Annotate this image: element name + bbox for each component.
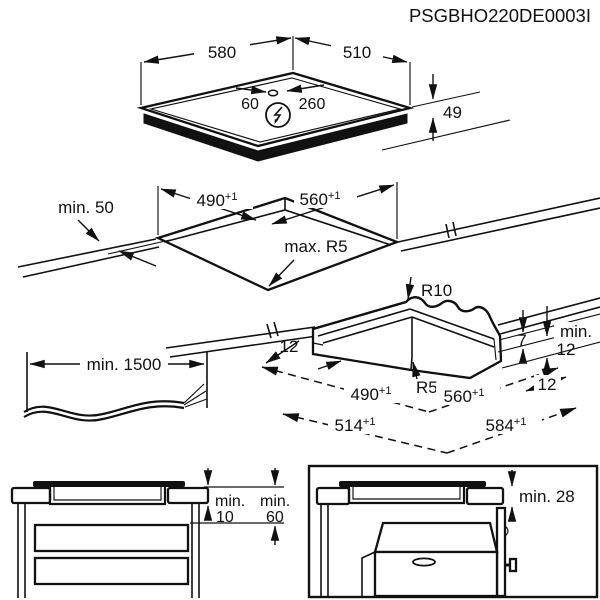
dim-cord-right: 260: [299, 96, 326, 113]
lightning-icon: [265, 102, 291, 128]
dim-inner-width: 560+1: [444, 387, 485, 406]
dim-min-clearance: 60: [266, 509, 284, 526]
hob-glass-bevel: [148, 77, 403, 143]
oven-hinge: [504, 525, 509, 537]
corner-block: [311, 296, 503, 380]
worktop-left: [10, 486, 52, 505]
dim-outer-depth: 514+1: [335, 416, 376, 435]
hob-body-profile: [48, 487, 167, 506]
page-title: PSGBHO220DE0003I: [409, 5, 591, 26]
dim-hob-height: 49: [443, 103, 462, 122]
dim-cord-left: 60: [241, 96, 259, 113]
dim-inner-depth: 490+1: [351, 385, 392, 404]
dim-cable-length: min. 1500: [87, 355, 162, 374]
label-inner-radius: R5: [416, 378, 438, 397]
oven-top: [373, 521, 499, 554]
oven-left-edge: [361, 551, 376, 596]
dim-min-oven-clearance: min. 28: [519, 487, 575, 506]
label-min-gap: min.: [215, 493, 245, 510]
oven: [361, 506, 518, 598]
dim-step-depth: 7: [517, 331, 526, 350]
drawer-lower: [33, 556, 190, 586]
hob-body: [143, 113, 408, 162]
dim-ledge-right: 12: [538, 375, 557, 394]
oven-handle: [412, 557, 436, 567]
parallel-tick: [266, 323, 272, 339]
cable-length-view: min. 1500: [23, 352, 208, 422]
hob-glass-profile: [339, 481, 486, 487]
hob-body-profile: [347, 487, 466, 505]
corner-detail-view: R10 R5 12 490+1 560+1 514+1 584+1: [165, 276, 600, 454]
dim-min-thickness: 12: [557, 340, 576, 359]
dim-front-clearance: min. 50: [58, 198, 114, 217]
parallel-tick: [273, 321, 279, 337]
oven-side-panel: [495, 506, 507, 598]
hob-isometric-view: 580 510 49 60 260: [136, 36, 511, 162]
label-min-clearance: min.: [260, 493, 290, 510]
dim-cutout-depth: 490+1: [197, 191, 238, 210]
drawer-upper: [33, 523, 190, 553]
power-connection-point: 60 260: [235, 84, 326, 128]
parallel-tick: [445, 223, 450, 239]
label-min: min.: [560, 322, 592, 341]
dim-hob-depth: 510: [343, 43, 371, 62]
cabinet-section-view: min. 10 min. 60: [10, 468, 290, 598]
dim-outer-width: 584+1: [486, 416, 527, 435]
label-outer-radius: R10: [421, 281, 452, 300]
power-cable: [23, 383, 208, 422]
oven-knob: [508, 557, 518, 573]
worktop-right: [166, 486, 210, 505]
worktop-cutout-view: 490+1 560+1 min. 50 max. R5: [17, 182, 600, 292]
label-max-corner-radius: max. R5: [284, 237, 347, 256]
worktop-edge-lines: [17, 197, 600, 278]
oven-clearance-view: min. 28: [307, 464, 599, 599]
worktop-left: [315, 486, 351, 506]
break-line: [312, 296, 501, 337]
parallel-tick: [452, 221, 457, 237]
oven-front: [373, 550, 499, 598]
dim-cutout-width: 560+1: [300, 190, 341, 209]
dim-ledge-left: 12: [280, 337, 299, 356]
dim-min-gap: 10: [216, 509, 234, 526]
hob-glass-profile: [33, 481, 185, 487]
worktop-right: [465, 486, 505, 506]
dim-hob-width: 580: [208, 43, 236, 62]
